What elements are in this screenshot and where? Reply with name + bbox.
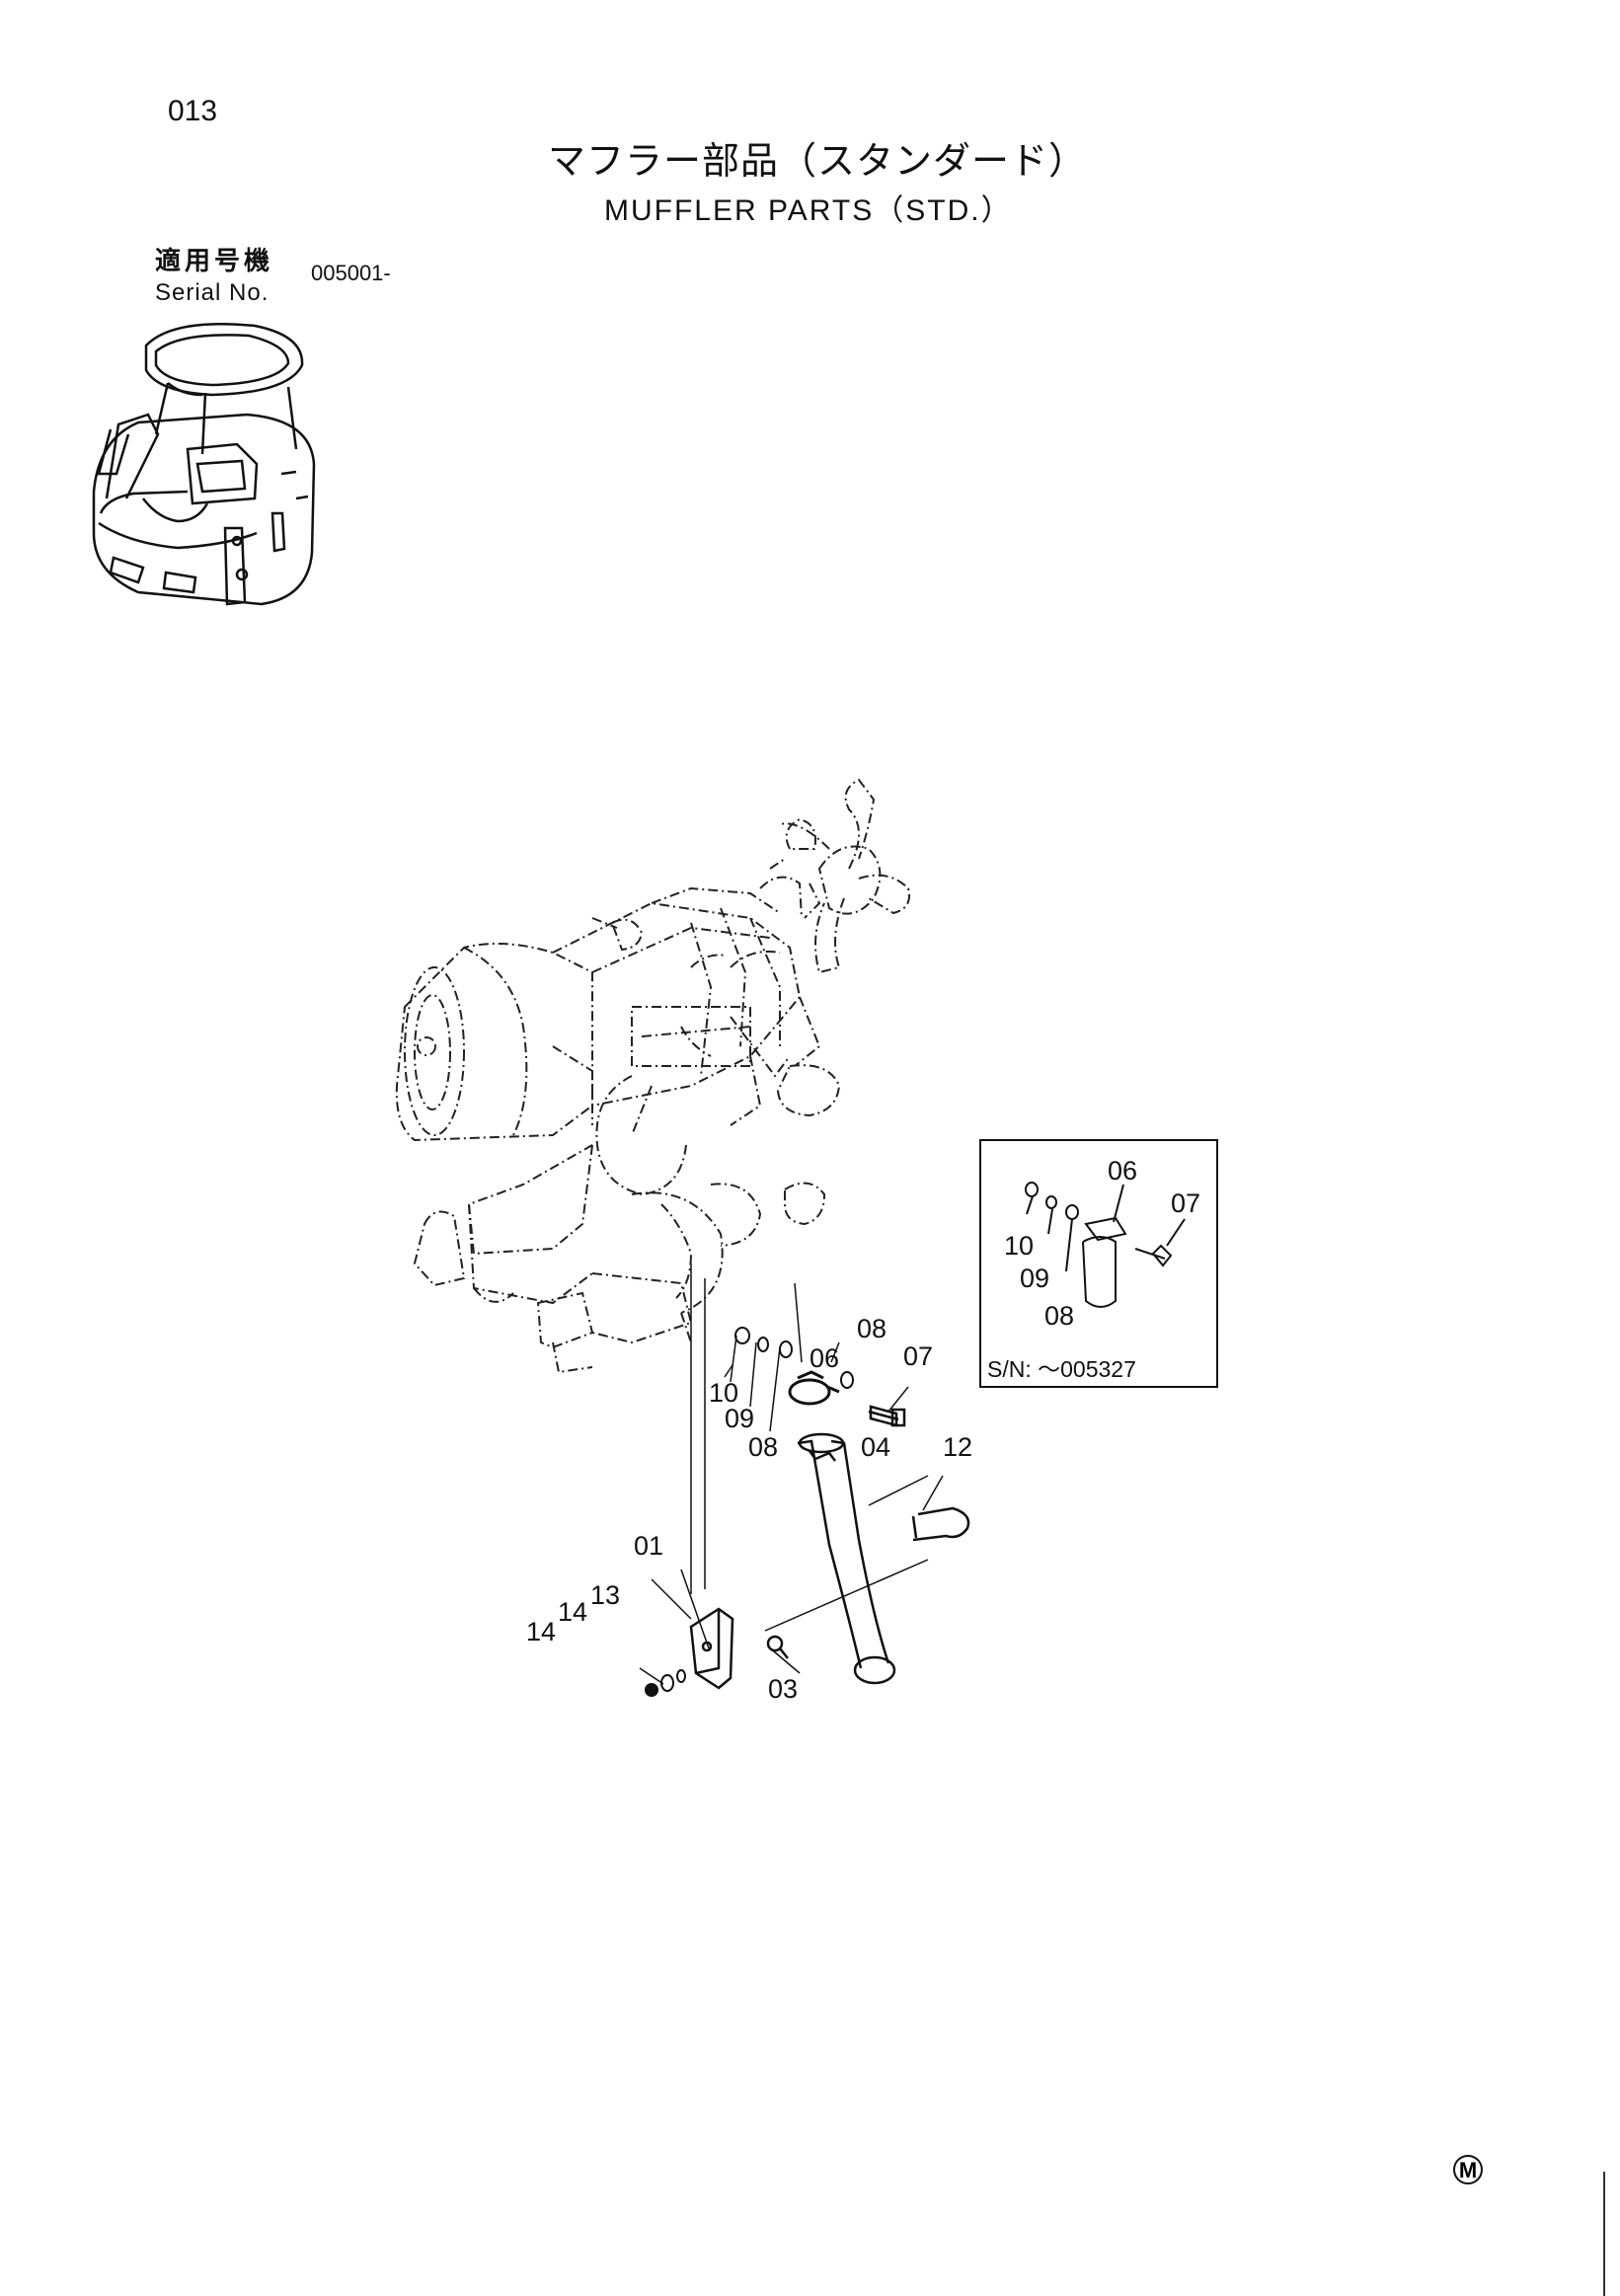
inset-callout-label: 07: [1171, 1188, 1200, 1218]
serial-number-value: 005001-: [311, 261, 391, 285]
page-number: 013: [168, 95, 218, 127]
engine-assembly-image: [395, 778, 910, 1374]
callout-label: 10: [709, 1378, 738, 1408]
inset-serial-note: S/N: ～005327: [987, 1356, 1136, 1382]
footer-mark-letter: M: [1459, 2158, 1477, 2182]
callout-label: 12: [943, 1432, 972, 1462]
page-title-japanese: マフラー部品（スタンダード）: [548, 139, 1088, 183]
callout-labels: 06 08 07 10 09 08 04 12 01 13 14 14 03: [526, 1314, 972, 1704]
callout-label: 08: [857, 1314, 887, 1343]
callout-label: 07: [903, 1341, 933, 1371]
callout-label: 08: [748, 1432, 778, 1462]
page-title-english: MUFFLER PARTS（STD.）: [604, 194, 1013, 227]
serial-label-japanese: 適用号機: [155, 247, 274, 276]
callout-label: 13: [590, 1580, 620, 1610]
callout-label: 14: [526, 1617, 556, 1646]
inset-callout-label: 08: [1044, 1301, 1074, 1331]
inset-callout-label: 10: [1004, 1231, 1034, 1261]
callout-label: 06: [810, 1343, 839, 1373]
callout-label: 04: [861, 1432, 890, 1462]
clamp-06: [788, 1370, 840, 1406]
callout-label: 01: [634, 1531, 663, 1561]
nut-14: [645, 1683, 658, 1697]
leader-lines: [639, 1263, 944, 1685]
exhaust-pipe-04: [797, 1432, 896, 1685]
footer-circled-mark: M: [1453, 2155, 1483, 2184]
callout-label: 03: [768, 1674, 798, 1704]
muffler-bracket-01: [689, 1607, 734, 1690]
machine-thumbnail-image: [92, 323, 316, 606]
u-bolt-12: [911, 1506, 970, 1542]
bolt-07: [868, 1405, 906, 1427]
inset-callout-label: 06: [1108, 1156, 1137, 1186]
washer-13: [660, 1669, 686, 1692]
bolt-03: [766, 1635, 789, 1659]
washers-08-09-10: [734, 1327, 854, 1389]
inset-callout-label: 09: [1020, 1263, 1049, 1293]
inset-detail-box: 06 07 10 09 08 S/N: ～005327: [979, 1139, 1218, 1388]
callout-label: 09: [725, 1404, 754, 1433]
serial-label-english: Serial No.: [155, 279, 270, 306]
callout-label: 14: [558, 1597, 587, 1627]
